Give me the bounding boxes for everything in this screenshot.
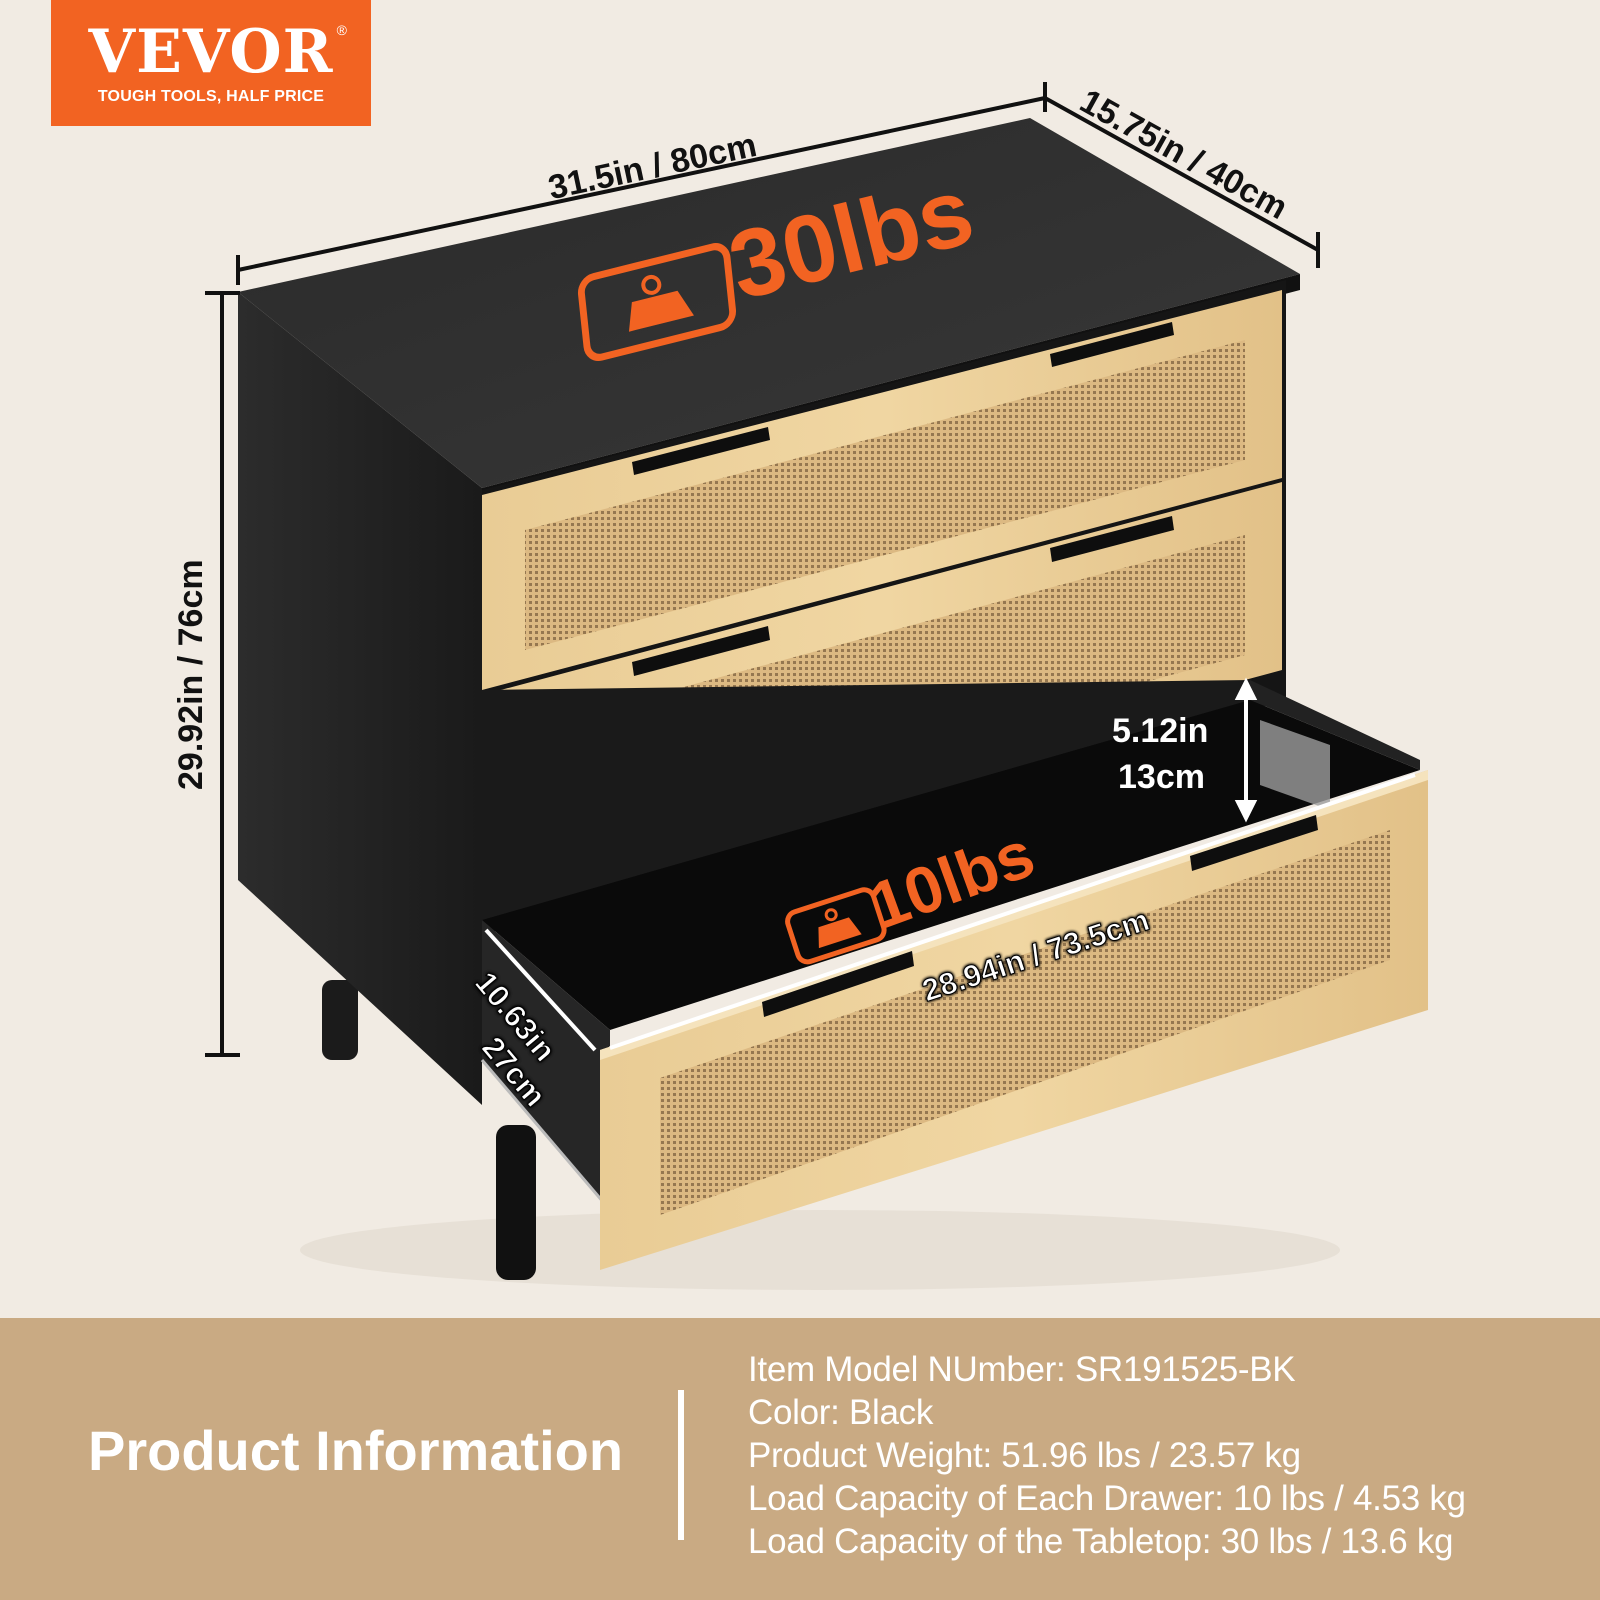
drawer-dimension-lines	[484, 677, 1416, 1052]
spec-drawer-capacity: Load Capacity of Each Drawer: 10 lbs / 4…	[748, 1479, 1466, 1518]
dimension-lines	[205, 82, 1320, 1057]
spec-tabletop-capacity: Load Capacity of the Tabletop: 30 lbs / …	[748, 1522, 1454, 1561]
height-dimension-label: 29.92in / 76cm	[172, 559, 210, 790]
tabletop	[238, 118, 1300, 488]
product-stage: 30lbs 10lbs VEVOR ®	[51, 0, 1428, 1290]
drawer-bottom-open	[480, 680, 1428, 1270]
spec-model-number: Item Model NUmber: SR191525-BK	[748, 1350, 1296, 1389]
spec-color: Color: Black	[748, 1393, 934, 1432]
drawer-height-cm-label: 13cm	[1118, 758, 1205, 796]
drawer-top	[482, 290, 1282, 690]
info-title: Product Information	[88, 1419, 624, 1482]
brand-tagline: TOUGH TOOLS, HALF PRICE	[97, 88, 325, 105]
drawer-height-in-label: 5.12in	[1112, 712, 1209, 750]
info-divider	[678, 1390, 684, 1540]
spec-list: Item Model NUmber: SR191525-BK Color: Bl…	[748, 1348, 1466, 1563]
vevor-logo: VEVOR ® TOUGH TOOLS, HALF PRICE	[51, 0, 371, 126]
brand-name: VEVOR	[88, 17, 334, 87]
product-information-panel: Product Information Item Model NUmber: S…	[0, 1318, 1600, 1600]
side-panel	[238, 292, 482, 1105]
dresser-illustration: 30lbs 10lbs	[205, 82, 1428, 1290]
drawer-weight-badge	[785, 887, 887, 965]
floor-shadow	[300, 1210, 1340, 1290]
registered-mark: ®	[336, 22, 347, 38]
spec-weight: Product Weight: 51.96 lbs / 23.57 kg	[748, 1436, 1301, 1475]
tabletop-weight-badge	[577, 243, 737, 361]
leg-back-left	[322, 980, 358, 1060]
leg-front-left	[496, 1125, 536, 1280]
